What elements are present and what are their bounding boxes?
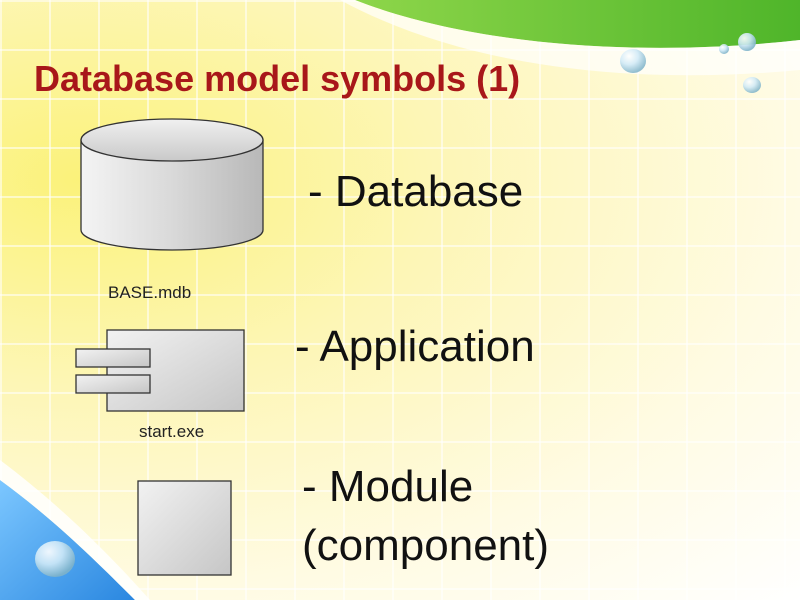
module-description-line2: (component) xyxy=(302,521,550,570)
water-drop-icon xyxy=(738,33,756,51)
slide-title: Database model symbols (1) xyxy=(34,58,521,99)
water-drop-icon xyxy=(620,49,646,73)
green-swoosh-shape xyxy=(355,0,800,48)
database-description: - Database xyxy=(308,167,524,216)
module-box-icon xyxy=(137,480,232,576)
white-swoosh-highlight-bottom xyxy=(0,460,150,600)
water-drop-icon xyxy=(35,541,75,577)
white-swoosh-highlight xyxy=(340,0,800,76)
water-drop-icon xyxy=(719,44,729,54)
blue-swoosh-shape xyxy=(0,480,135,600)
application-caption: start.exe xyxy=(139,422,205,441)
water-drop-icon xyxy=(743,77,761,93)
application-component-icon xyxy=(75,329,245,412)
database-caption: BASE.mdb xyxy=(108,283,192,302)
application-description: - Application xyxy=(295,322,535,371)
database-cylinder-icon xyxy=(80,118,264,251)
module-description-line1: - Module xyxy=(302,462,474,511)
